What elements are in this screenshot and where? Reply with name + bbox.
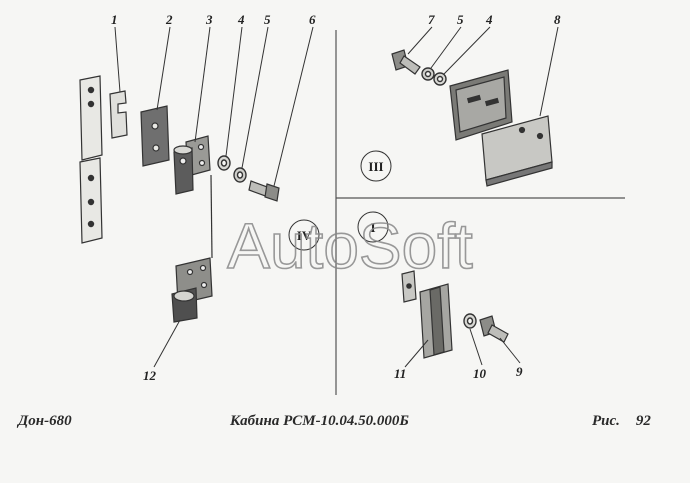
- part-label: 4: [485, 12, 493, 27]
- washer-part-10: [463, 313, 477, 329]
- view-label: III: [368, 159, 383, 174]
- part-label: 5: [264, 12, 271, 27]
- part-label: 2: [165, 12, 173, 27]
- part-label: 3: [205, 12, 213, 27]
- part-number-labels: 1 2 3 4 5 6 7 5 4 8 11 10 9 12: [111, 12, 561, 383]
- part-label: 5: [457, 12, 464, 27]
- figure-number: 92: [635, 413, 651, 429]
- hinge-plate-part: [79, 75, 103, 244]
- part-label: 9: [516, 364, 523, 379]
- view-label: IV: [297, 228, 312, 243]
- slotted-plate: [449, 69, 513, 141]
- footer-figure: Рис. 92: [592, 413, 651, 430]
- small-plate-view-i: [401, 270, 417, 303]
- washer-part-4-view-iii: [433, 72, 447, 86]
- part-label: 7: [428, 12, 435, 27]
- lower-hinge-part-12: [171, 174, 213, 323]
- hinge-strip-part-11: [419, 283, 453, 359]
- washer-part-4: [217, 155, 231, 171]
- part-label: 12: [143, 368, 157, 383]
- footer-title: Кабина РСМ-10.04.50.000Б: [230, 413, 409, 429]
- part-label: 10: [473, 366, 487, 381]
- part-label: 8: [554, 12, 561, 27]
- view-marker-iv: IV: [288, 219, 320, 251]
- part-label: 6: [309, 12, 316, 27]
- view-separators: [335, 30, 625, 395]
- figure-label: Рис.: [592, 413, 620, 429]
- upper-hinge-part-3: [173, 135, 211, 195]
- plate-part-8: [481, 115, 553, 187]
- part-label: 11: [394, 366, 406, 381]
- footer-model: Дон-680: [18, 413, 72, 429]
- bolt-part-7: [391, 49, 421, 75]
- washer-part-5-view-iii: [421, 67, 435, 81]
- view-label: I: [370, 220, 375, 235]
- part-label: 1: [111, 12, 118, 27]
- bracket-part-1: [109, 90, 128, 139]
- part-label: 4: [237, 12, 245, 27]
- view-marker-i: I: [357, 211, 389, 243]
- view-marker-iii: III: [360, 150, 392, 182]
- bolt-part-6: [248, 180, 280, 202]
- leader-lines: [114, 26, 559, 368]
- bolt-part-9: [479, 315, 509, 343]
- washer-part-5: [233, 167, 247, 183]
- plate-part-2: [140, 105, 170, 167]
- watermark-text: AutoSoft: [227, 210, 473, 282]
